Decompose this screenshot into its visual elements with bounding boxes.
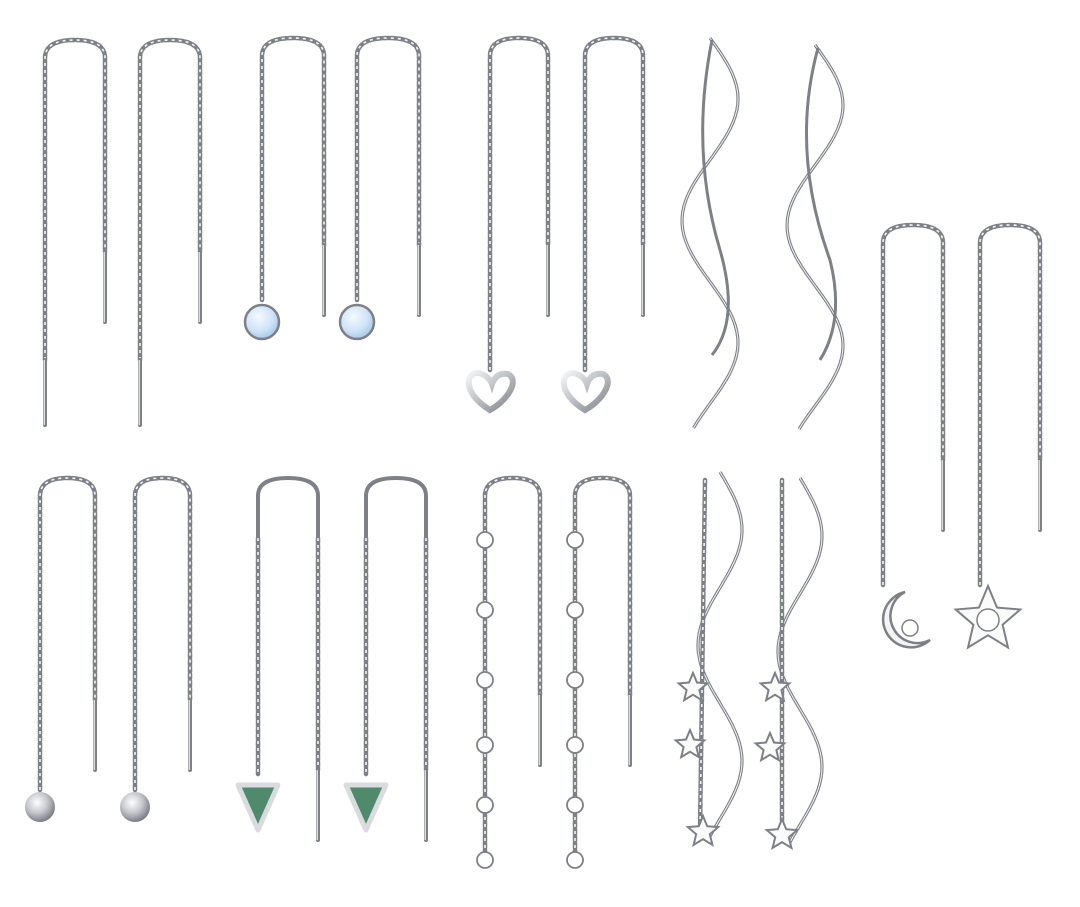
crystal-station xyxy=(566,601,584,619)
chain xyxy=(137,37,203,363)
wavy-bar xyxy=(785,44,845,430)
crystal xyxy=(976,608,1000,632)
chain-highlight xyxy=(979,224,1041,585)
chain xyxy=(37,475,98,793)
wavy-bar-highlight xyxy=(697,471,743,839)
solid-u-wire xyxy=(256,475,320,538)
star-charm xyxy=(764,816,800,851)
chain xyxy=(132,475,193,793)
chain-highlight xyxy=(484,477,541,855)
crystal-station xyxy=(476,851,494,869)
chain-highlight xyxy=(44,39,106,360)
earring-pair-crystal xyxy=(476,475,633,869)
crystal-station xyxy=(476,601,494,619)
chain-highlight xyxy=(699,479,706,831)
moon-charm xyxy=(881,590,931,649)
chain xyxy=(42,37,108,363)
wavy-bar xyxy=(776,477,824,845)
moonstone-charm xyxy=(338,303,376,341)
chain-highlight xyxy=(489,37,549,370)
chain-highlight xyxy=(139,39,201,360)
wavy-bar xyxy=(804,47,838,361)
chain-highlight xyxy=(39,477,96,790)
crystal-station xyxy=(566,736,584,754)
earring-pair-abalone-triangle xyxy=(235,475,429,842)
star-charm xyxy=(685,813,721,848)
star-charm xyxy=(673,727,707,760)
crystal-station xyxy=(566,796,584,814)
crystal-station xyxy=(476,671,494,689)
chain xyxy=(572,475,633,858)
chain xyxy=(482,475,543,858)
earring-pair-heart xyxy=(465,35,646,414)
abalone-triangle-charm xyxy=(343,782,389,833)
chain-highlight xyxy=(882,224,944,585)
crystal-station xyxy=(566,671,584,689)
heart-charm xyxy=(560,370,611,414)
earring-pair-wavy-star xyxy=(673,471,824,851)
crystal-station xyxy=(476,531,494,549)
wavy-bar xyxy=(680,37,740,429)
moonstone-charm xyxy=(243,303,281,341)
abalone-triangle-charm xyxy=(235,782,281,833)
chain-highlight xyxy=(574,477,631,855)
chain-highlight xyxy=(261,37,325,300)
chain-highlight xyxy=(134,477,191,790)
crystal xyxy=(901,619,919,637)
chain-highlight xyxy=(356,37,420,300)
chain-highlight xyxy=(584,37,644,370)
star-charm xyxy=(676,670,710,703)
chain xyxy=(880,222,946,588)
wavy-bar-highlight xyxy=(681,37,739,429)
earring-pair-plain-chain xyxy=(42,37,203,427)
crystal-station xyxy=(476,796,494,814)
chain xyxy=(977,222,1043,588)
star-charm xyxy=(753,730,787,763)
solid-u-wire xyxy=(364,475,428,538)
crystal-station xyxy=(566,851,584,869)
crystal-station xyxy=(566,531,584,549)
chain xyxy=(259,35,327,303)
wavy-bar xyxy=(701,39,730,356)
ball-charm xyxy=(120,792,150,822)
earring-pair-wavy xyxy=(680,37,845,430)
crystal-station xyxy=(476,736,494,754)
chain xyxy=(354,35,422,303)
earring-pair-moonstone xyxy=(243,35,422,341)
earrings-group xyxy=(25,35,1043,869)
chain xyxy=(487,35,551,373)
ball-charm xyxy=(25,792,55,822)
earring-pair-moon-sun xyxy=(880,222,1043,650)
heart-charm xyxy=(465,370,516,414)
chain xyxy=(582,35,646,373)
earring-pair-ball xyxy=(25,475,193,822)
wavy-bar-highlight xyxy=(777,477,823,845)
wavy-bar-highlight xyxy=(786,44,844,430)
star-charm xyxy=(758,670,792,703)
